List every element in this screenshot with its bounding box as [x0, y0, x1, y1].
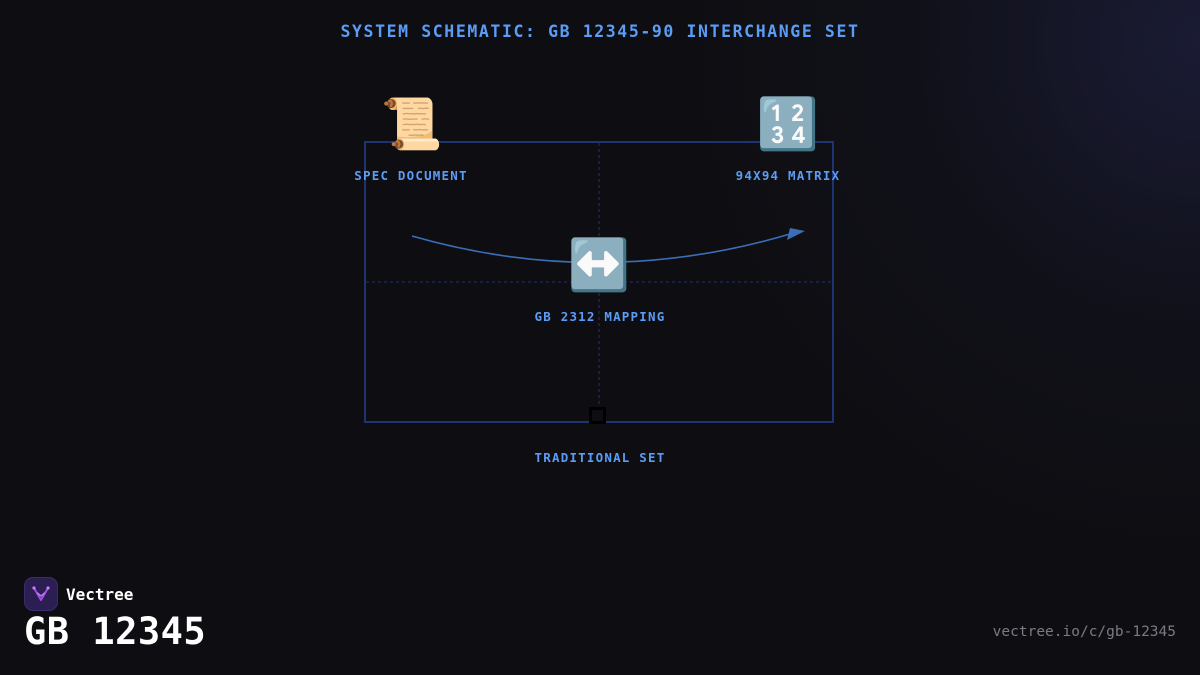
topic-title: GB 12345 — [24, 610, 207, 653]
vectree-logo-mark — [32, 586, 50, 601]
left-right-arrow-icon: ↔️ — [567, 236, 631, 294]
square-outline-icon — [589, 407, 606, 424]
node-label-traditional-set: TRADITIONAL SET — [534, 450, 666, 465]
node-label-spec-document: SPEC DOCUMENT — [354, 168, 468, 183]
brand: Vectree — [24, 577, 133, 611]
vectree-logo-icon — [24, 577, 58, 611]
source-url[interactable]: vectree.io/c/gb-12345 — [992, 624, 1176, 640]
scroll-icon: 📜 — [380, 95, 444, 153]
node-label-gb2312-mapping: GB 2312 MAPPING — [534, 309, 666, 324]
numbers-keycap-icon: 🔢 — [756, 95, 820, 153]
page-title: SYSTEM SCHEMATIC: GB 12345-90 INTERCHANG… — [340, 22, 860, 41]
node-label-matrix: 94X94 MATRIX — [735, 168, 841, 183]
brand-name: Vectree — [66, 584, 134, 604]
